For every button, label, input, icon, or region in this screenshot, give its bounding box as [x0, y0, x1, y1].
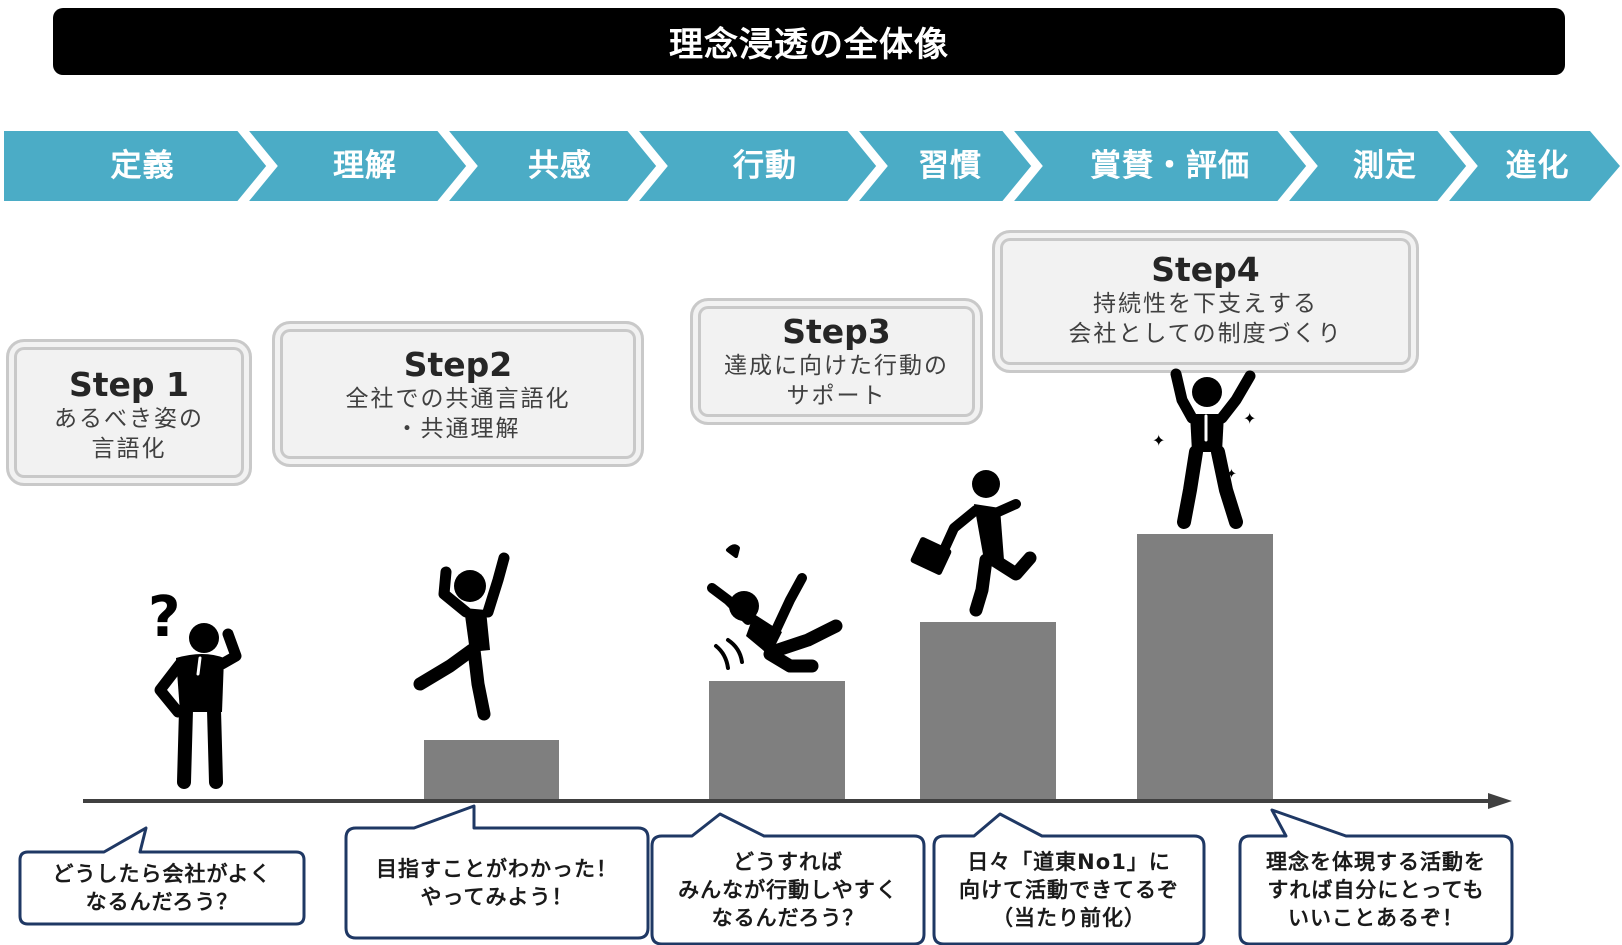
step2-title: Step2: [403, 345, 513, 384]
flow-step-praise-evaluate: 賞賛・評価: [1090, 148, 1250, 184]
step2-box: Step2 全社での共通言語化 ・共通理解: [272, 321, 644, 467]
svg-text:✦: ✦: [1243, 409, 1256, 428]
page-title: 理念浸透の全体像: [53, 8, 1565, 75]
flow-step-empathy: 共感: [528, 148, 592, 184]
step3-box: Step3 達成に向けた行動の サポート: [690, 298, 983, 425]
bubble4-text: 日々「道東No1」に 向けて活動できてるぞ （当たり前化）: [938, 848, 1200, 932]
step1-desc-line2: 言語化: [91, 436, 167, 462]
step1-desc-line1: あるべき姿の: [54, 406, 204, 432]
flow-band-background: [4, 131, 1620, 201]
flow-step-evolve: 進化: [1505, 148, 1570, 184]
svg-text:?: ?: [148, 585, 180, 650]
bubble2-line1: 目指すことがわかった！: [376, 857, 618, 881]
step4-title: Step4: [1151, 250, 1260, 289]
step1-box: Step 1 あるべき姿の 言語化: [6, 339, 252, 486]
timeline-axis-arrow: [83, 793, 1512, 809]
step4-desc-line1: 持続性を下支えする: [1093, 291, 1318, 317]
chevron-separator: [437, 131, 478, 201]
stair-bar-step3: [709, 681, 845, 800]
step1-title: Step 1: [69, 365, 189, 404]
bubble2-line2: やってみよう！: [420, 885, 574, 909]
svg-text:✦: ✦: [1226, 467, 1237, 482]
step3-desc-line2: サポート: [786, 383, 887, 409]
bubble4-line1: 日々「道東No1」に: [967, 850, 1171, 874]
bubble3-line2: みんなが行動しやすく: [678, 878, 898, 902]
chevron-separator: [1277, 131, 1318, 201]
bubble5-text: 理念を体現する活動を すれば自分にとっても いいことあるぞ！: [1244, 848, 1508, 932]
jumping-man-icon: [413, 552, 510, 721]
bubble2-text: 目指すことがわかった！ やってみよう！: [350, 855, 644, 911]
flow-chevron-separators: [237, 131, 1478, 201]
stair-bar-habit: [920, 622, 1056, 800]
bubble4-line3: （当たり前化）: [992, 906, 1146, 930]
chevron-separator: [1002, 131, 1043, 201]
falling-businessman-icon: [707, 544, 843, 673]
step4-desc-line2: 会社としての制度づくり: [1068, 321, 1343, 347]
speech-bubble-3: [650, 812, 926, 945]
cheering-businessman-icon: ✦ ✦ ✦: [1152, 368, 1256, 529]
flow-step-action: 行動: [733, 148, 797, 184]
step3-desc-line1: 達成に向けた行動の: [724, 353, 949, 379]
flow-step-habit: 習慣: [918, 148, 982, 184]
bubble5-line2: すれば自分にとっても: [1267, 878, 1485, 902]
speech-bubble-1: [18, 826, 306, 926]
flow-step-measure: 測定: [1353, 148, 1417, 184]
bubble1-line1: どうしたら会社がよく: [52, 862, 272, 886]
speech-bubble-5: [1238, 808, 1514, 945]
bubble3-line1: どうすれば: [733, 850, 843, 874]
stair-bar-step2: [424, 740, 559, 800]
chevron-separator: [847, 131, 888, 201]
bubble5-line3: いいことあるぞ！: [1288, 906, 1464, 930]
step3-title: Step3: [782, 312, 891, 351]
speech-bubble-2: [344, 804, 650, 940]
chevron-separator: [237, 131, 278, 201]
step2-desc-line2: ・共通理解: [395, 416, 521, 442]
speech-bubble-4: [932, 812, 1206, 945]
flow-step-define: 定義: [110, 148, 175, 184]
bubble4-line2: 向けて活動できてるぞ: [959, 878, 1179, 902]
bubble3-line3: なるんだろう？: [711, 906, 865, 930]
step4-box: Step4 持続性を下支えする 会社としての制度づくり: [992, 230, 1419, 373]
stair-bar-step4: [1137, 534, 1273, 800]
chevron-separator: [627, 131, 668, 201]
bubble5-line1: 理念を体現する活動を: [1266, 850, 1486, 874]
bubble3-text: どうすれば みんなが行動しやすく なるんだろう？: [656, 848, 920, 932]
bubble1-line2: なるんだろう？: [85, 890, 239, 914]
flow-step-understand: 理解: [333, 148, 397, 184]
step2-desc-line1: 全社での共通言語化: [345, 386, 571, 412]
confused-businessman-icon: ?: [148, 585, 242, 789]
process-flow-band: [4, 131, 1620, 201]
svg-text:✦: ✦: [1152, 431, 1165, 450]
bubble1-text: どうしたら会社がよく なるんだろう？: [24, 860, 300, 916]
running-businessman-icon: [910, 470, 1037, 617]
chevron-separator: [1437, 131, 1478, 201]
